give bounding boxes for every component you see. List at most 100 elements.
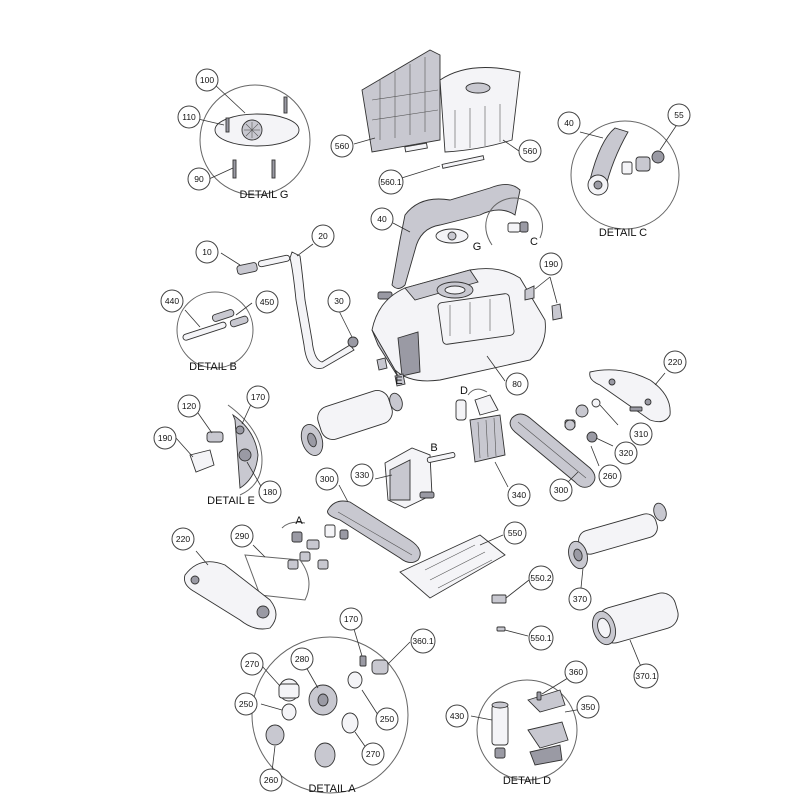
svg-text:440: 440 — [165, 296, 179, 306]
svg-text:80: 80 — [512, 379, 522, 389]
svg-text:270: 270 — [245, 659, 259, 669]
svg-text:220: 220 — [668, 357, 682, 367]
svg-text:300: 300 — [320, 474, 334, 484]
callout-220-left: 220 — [171, 527, 195, 551]
detail-c-group — [570, 120, 680, 230]
callout-550-2: 550.2 — [528, 565, 554, 591]
callout-30: 30 — [327, 289, 351, 313]
svg-text:190: 190 — [544, 259, 558, 269]
svg-text:560: 560 — [335, 141, 349, 151]
belt-290 — [244, 544, 310, 601]
svg-text:250: 250 — [380, 714, 394, 724]
svg-text:350: 350 — [581, 702, 595, 712]
callout-120: 120 — [177, 394, 201, 418]
cover-panel-left — [361, 49, 441, 153]
callout-340: 340 — [507, 483, 531, 507]
svg-text:170: 170 — [344, 614, 358, 624]
svg-text:300: 300 — [554, 485, 568, 495]
side-cover-220-left — [184, 550, 277, 630]
main-body-80 — [371, 268, 563, 387]
callout-40-handle: 40 — [370, 207, 394, 231]
callout-80: 80 — [505, 372, 529, 396]
handle-assembly — [377, 184, 543, 300]
callout-440: 440 — [160, 289, 184, 313]
upper-roller — [300, 390, 403, 456]
handle-40 — [391, 184, 521, 289]
callout-170-detail-e: 170 — [246, 385, 270, 409]
tube-end-10 — [236, 262, 258, 275]
svg-text:90: 90 — [194, 174, 204, 184]
svg-text:360: 360 — [569, 667, 583, 677]
callout-280: 280 — [290, 647, 314, 671]
callout-20: 20 — [311, 224, 335, 248]
callout-190-detail-e: 190 — [153, 426, 177, 450]
track-300-right — [509, 413, 596, 488]
svg-text:260: 260 — [603, 471, 617, 481]
svg-text:20: 20 — [318, 231, 328, 241]
callout-360: 360 — [564, 660, 588, 684]
svg-text:550.2: 550.2 — [530, 573, 552, 583]
letter-e: E — [395, 375, 402, 387]
cover-panel-right — [439, 67, 521, 153]
callout-310: 310 — [629, 422, 653, 446]
callout-560-left: 560 — [330, 134, 354, 158]
callout-560-right: 560 — [518, 139, 542, 163]
callout-260-right: 260 — [598, 464, 622, 488]
callout-550-1: 550.1 — [528, 625, 554, 651]
svg-text:370: 370 — [573, 594, 587, 604]
cover-panels — [353, 49, 521, 182]
detail-d-ring — [476, 679, 578, 781]
callout-370: 370 — [568, 587, 592, 611]
callout-260-left: 260 — [259, 768, 283, 792]
svg-text:360.1: 360.1 — [412, 636, 434, 646]
detail-g-label: DETAIL G — [240, 189, 289, 201]
svg-text:310: 310 — [634, 429, 648, 439]
callout-550: 550 — [503, 521, 527, 545]
detail-a-ring — [251, 636, 409, 794]
callout-190-body: 190 — [539, 252, 563, 276]
svg-text:450: 450 — [260, 297, 274, 307]
svg-text:10: 10 — [202, 247, 212, 257]
detail-d-label: DETAIL D — [503, 775, 551, 787]
callout-370-1: 370.1 — [633, 663, 659, 689]
track-300-left — [327, 484, 421, 563]
callout-10: 10 — [195, 240, 219, 264]
callout-100: 100 — [195, 68, 219, 92]
wheel-stack-right — [564, 398, 619, 467]
callout-320: 320 — [614, 441, 638, 465]
detail-a-group — [251, 618, 411, 794]
svg-text:560: 560 — [523, 146, 537, 156]
svg-text:190: 190 — [158, 433, 172, 443]
detail-c-ring — [570, 120, 680, 230]
callout-300-left: 300 — [315, 467, 339, 491]
callout-360-1: 360.1 — [410, 628, 436, 654]
svg-text:430: 430 — [450, 711, 464, 721]
side-cover-220-right — [589, 369, 671, 423]
sleeve-370-1 — [591, 592, 679, 675]
callout-170-detail-a: 170 — [339, 607, 363, 631]
detail-b-label: DETAIL B — [189, 361, 237, 373]
svg-text:290: 290 — [235, 531, 249, 541]
detail-a-ref — [281, 521, 349, 570]
letter-g: G — [473, 241, 482, 253]
callout-270-top: 270 — [240, 652, 264, 676]
callout-55: 55 — [667, 103, 691, 127]
svg-text:40: 40 — [564, 118, 574, 128]
svg-text:340: 340 — [512, 490, 526, 500]
callout-250-right: 250 — [375, 707, 399, 731]
detail-c-handle-arm — [589, 127, 629, 191]
callout-300-right: 300 — [549, 478, 573, 502]
svg-text:550.1: 550.1 — [530, 633, 552, 643]
detail-d-group — [470, 672, 589, 781]
callout-560-1: 560.1 — [378, 169, 404, 195]
svg-text:270: 270 — [366, 749, 380, 759]
detail-a-label: DETAIL A — [308, 783, 356, 795]
svg-text:30: 30 — [334, 296, 344, 306]
callout-110: 110 — [177, 105, 201, 129]
letter-b: B — [430, 442, 437, 454]
roller-upper — [317, 390, 393, 440]
tube-20 — [289, 251, 355, 369]
svg-text:120: 120 — [182, 401, 196, 411]
svg-text:320: 320 — [619, 448, 633, 458]
